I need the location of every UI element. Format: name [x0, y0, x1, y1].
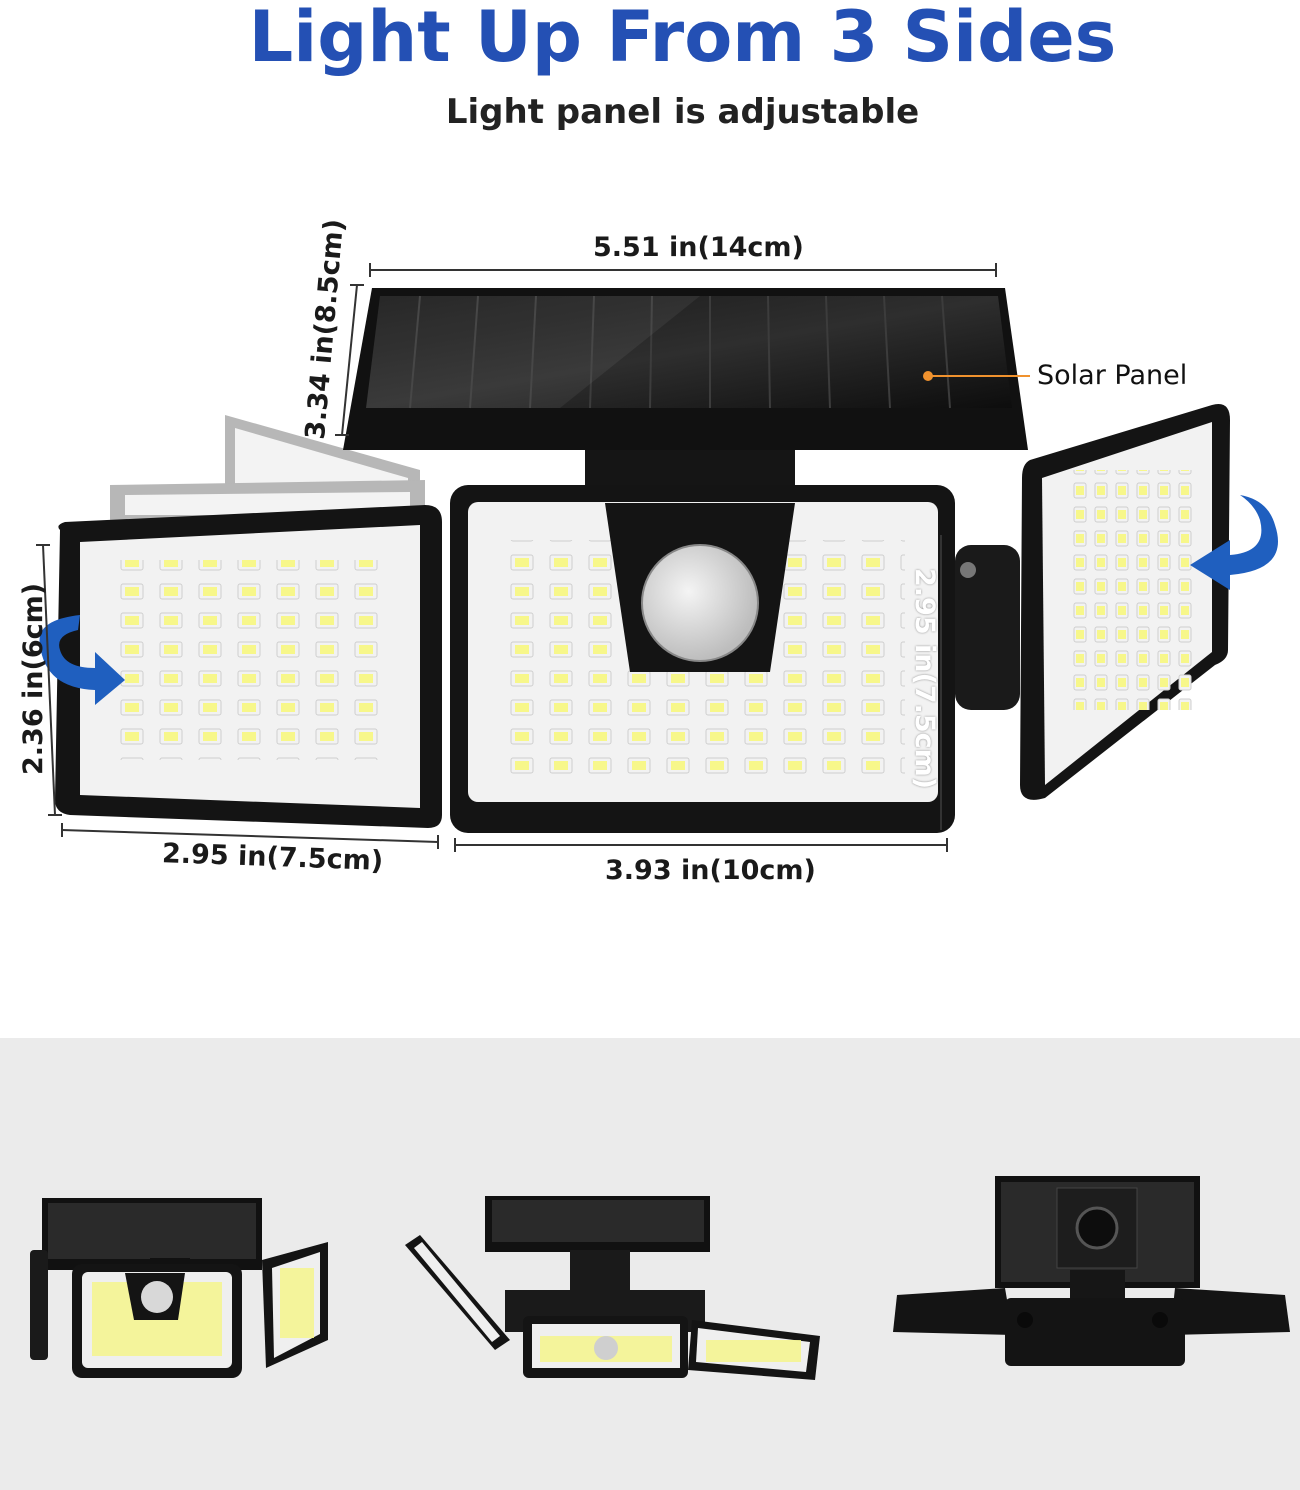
- callout-dot: [923, 371, 933, 381]
- page-title: Light Up From 3 Sides: [248, 0, 1117, 78]
- center-light-panel: [450, 485, 955, 833]
- main-product-illustration: [36, 263, 1278, 852]
- curved-arrow-icon: [39, 615, 125, 705]
- solar-panel: [343, 288, 1028, 450]
- solar-panel-label: Solar Panel: [1037, 360, 1188, 391]
- back-view-thumbnail: [893, 1176, 1290, 1366]
- right-light-panel: [1020, 404, 1230, 800]
- dim-center-height: 2.95 in(7.5cm): [909, 568, 940, 790]
- angled-view-thumbnail: [405, 1196, 820, 1380]
- front-view-thumbnail: [30, 1198, 328, 1378]
- left-light-panel: [55, 505, 442, 828]
- page-subtitle: Light panel is adjustable: [445, 92, 920, 132]
- curved-arrow-icon: [1190, 495, 1278, 590]
- dim-center-width: 3.93 in(10cm): [605, 855, 816, 886]
- dim-solar-width: 5.51 in(14cm): [593, 232, 804, 263]
- right-hinge: [955, 545, 1020, 710]
- dim-side-height: 2.36 in(6cm): [18, 582, 49, 775]
